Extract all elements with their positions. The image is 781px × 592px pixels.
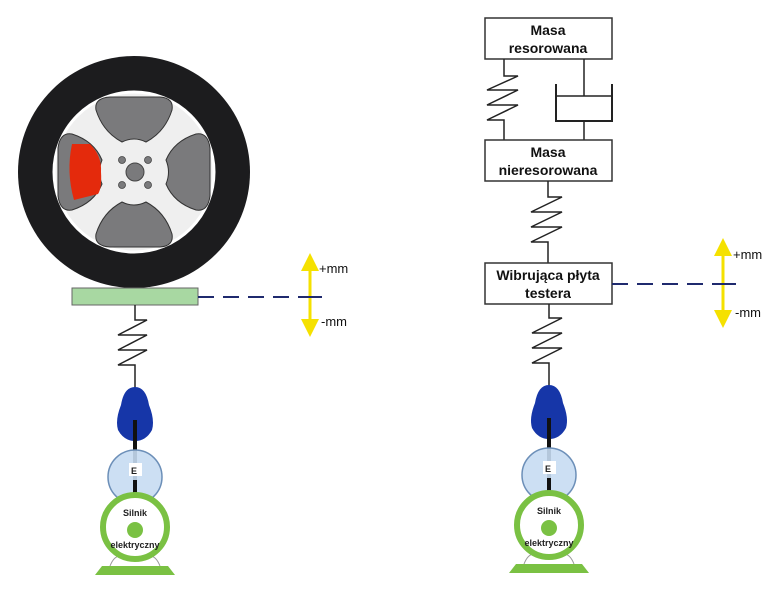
motor-label-2: elektryczny	[110, 540, 159, 550]
unsprung-mass-label-1: Masa	[530, 144, 565, 160]
spring	[117, 305, 148, 388]
motor-label-1: Silnik	[123, 508, 148, 518]
minus-mm-label: -mm	[321, 314, 347, 329]
exciter-stand-right: E Silnik elektryczny	[509, 385, 589, 573]
motor-label-2: elektryczny	[524, 538, 573, 548]
motor-label-1: Silnik	[537, 506, 562, 516]
unsprung-mass-box	[484, 139, 613, 182]
shock-absorber	[555, 59, 613, 140]
rim-cutout-bottom	[95, 201, 173, 248]
lug-nut	[118, 181, 126, 189]
exciter-label: E	[131, 466, 137, 476]
wheel	[18, 56, 250, 288]
plus-mm-label-right: +mm	[733, 247, 762, 262]
motor-rotor	[127, 522, 143, 538]
lug-nut	[118, 156, 126, 164]
exciter-label: E	[545, 464, 551, 474]
rim-cutout-right	[165, 133, 211, 211]
hub	[125, 162, 145, 182]
motor-rotor	[541, 520, 557, 536]
tester-plate-label-2: testera	[525, 285, 571, 301]
unsprung-mass-label-2: nieresorowana	[499, 162, 598, 178]
lug-nut	[144, 181, 152, 189]
sprung-mass-label-2: resorowana	[509, 40, 588, 56]
sprung-mass-label-1: Masa	[530, 22, 565, 38]
displacement-arrow-right	[714, 238, 736, 328]
brake-caliper	[69, 144, 102, 200]
vibrating-plate	[71, 287, 199, 306]
plate-spring	[531, 304, 563, 386]
tester-plate-box	[484, 262, 613, 305]
lug-nut	[144, 156, 152, 164]
tester-plate-label-1: Wibrująca płyta	[496, 267, 600, 283]
rim-cutout-top	[95, 96, 173, 143]
displacement-arrow	[301, 253, 322, 337]
plus-mm-label: +mm	[319, 261, 348, 276]
sprung-mass-box	[484, 17, 613, 60]
motor-base	[509, 564, 589, 573]
main-spring	[486, 59, 519, 140]
cam	[531, 385, 567, 439]
minus-mm-label-right: -mm	[735, 305, 761, 320]
motor-base	[95, 566, 175, 575]
tire-spring	[530, 181, 563, 263]
cam	[117, 387, 153, 441]
exciter-stand-left: E Silnik elektryczny	[95, 387, 175, 575]
